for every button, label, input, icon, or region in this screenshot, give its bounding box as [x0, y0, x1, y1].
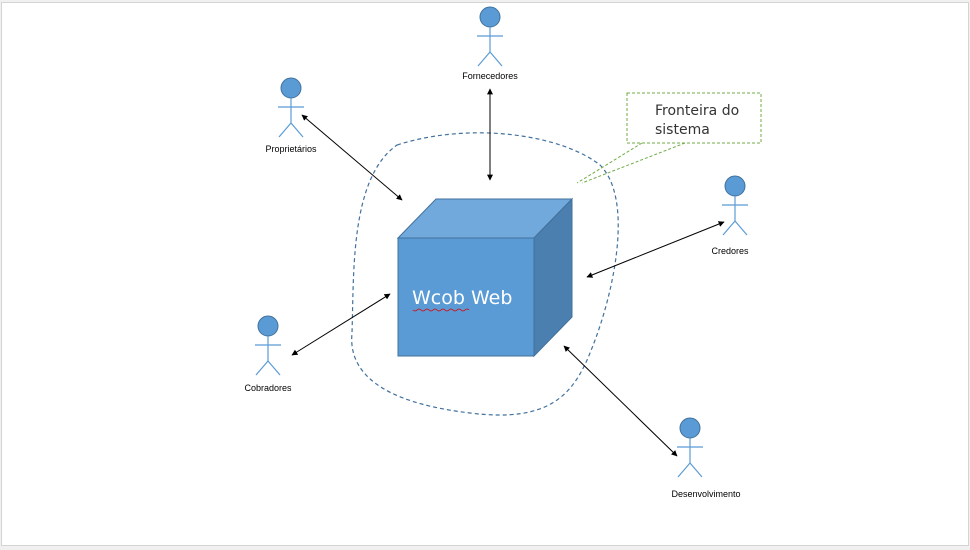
system-cube: Wcob Web	[396, 197, 574, 358]
actor-head	[280, 77, 302, 99]
actor-label-credores: Credores	[711, 246, 749, 256]
actor-label-desenvolvimento: Desenvolvimento	[671, 489, 740, 499]
actor-head	[257, 315, 279, 337]
actor-label-proprietarios: Proprietários	[265, 144, 317, 154]
actor-desenvolvimento: Desenvolvimento	[671, 417, 741, 499]
context-diagram: Fronteira do sistema Wcob Web Fornec	[244, 6, 762, 499]
callout-label-line2: sistema	[655, 122, 710, 138]
actor-credores: Credores	[711, 175, 749, 256]
actor-head	[479, 6, 501, 28]
arrow-desenvolvimento	[563, 345, 678, 457]
cube-front-face	[397, 237, 535, 357]
actor-head	[679, 417, 701, 439]
system-label: Wcob Web	[412, 287, 512, 309]
actor-head	[724, 175, 746, 197]
boundary-callout: Fronteira do sistema	[576, 92, 762, 184]
actor-proprietarios: Proprietários	[265, 77, 317, 154]
actor-label-fornecedores: Fornecedores	[462, 71, 518, 81]
arrow-cobradores	[291, 293, 391, 356]
spellcheck-underline	[412, 308, 470, 312]
arrow-credores	[586, 221, 725, 278]
actor-fornecedores: Fornecedores	[462, 6, 518, 81]
actor-label-cobradores: Cobradores	[244, 383, 292, 393]
arrows	[291, 88, 725, 457]
arrow-proprietarios	[301, 114, 403, 201]
actor-cobradores: Cobradores	[244, 315, 292, 393]
callout-label-line1: Fronteira do	[655, 103, 739, 119]
